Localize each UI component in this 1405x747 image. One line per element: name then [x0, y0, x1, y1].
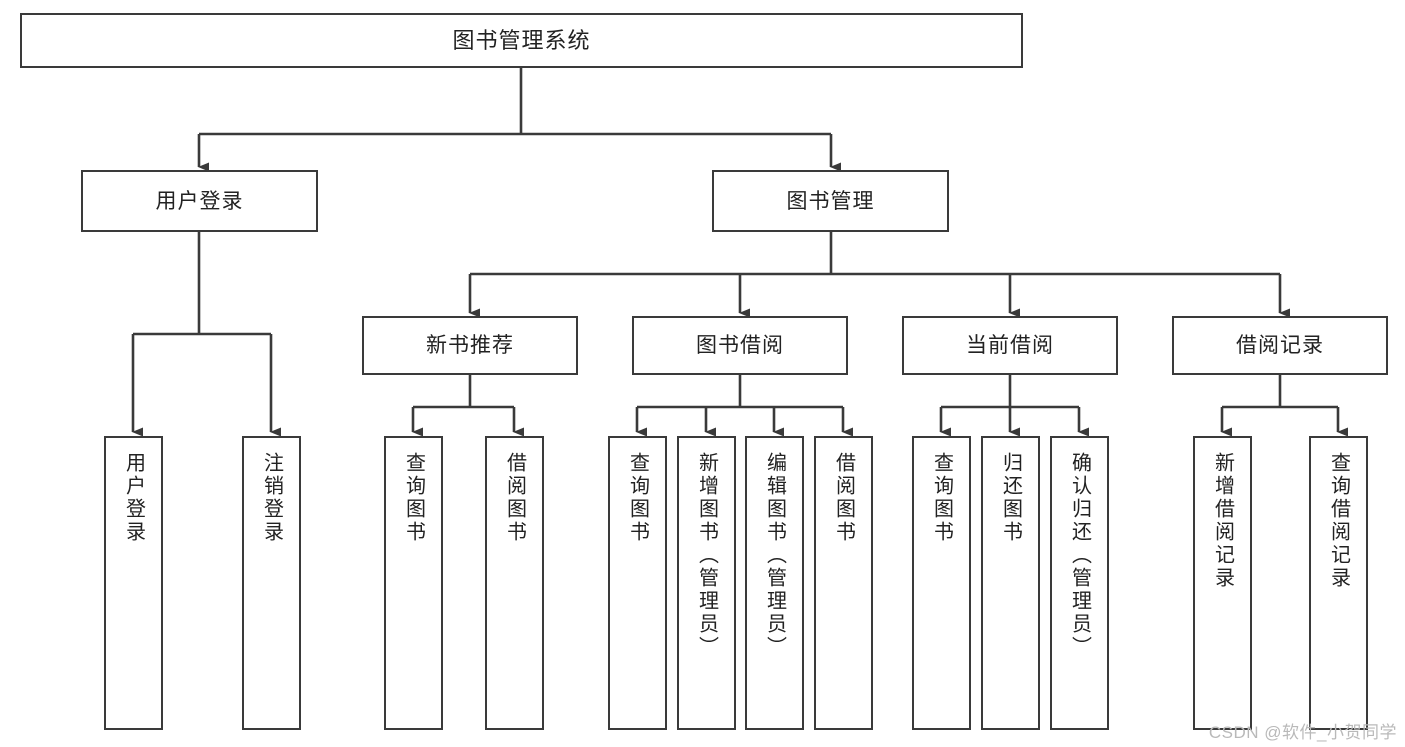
leaf-borrow-book-recommend-label: 借阅图书: [503, 452, 526, 544]
leaf-borrow-book-label: 借阅图书: [832, 452, 855, 544]
leaf-confirm-return[interactable]: 确认归还（管理员）: [1050, 436, 1109, 730]
node-user-login[interactable]: 用户登录: [81, 170, 318, 232]
leaf-user-login-label: 用户登录: [122, 452, 145, 544]
node-book-borrow[interactable]: 图书借阅: [632, 316, 848, 375]
csdn-watermark: CSDN @软件_小贺同学: [1208, 723, 1397, 742]
leaf-return-book-label: 归还图书: [999, 452, 1022, 544]
leaf-confirm-return-label: 确认归还（管理员）: [1068, 452, 1091, 659]
node-borrow-record[interactable]: 借阅记录: [1172, 316, 1388, 375]
leaf-add-book[interactable]: 新增图书（管理员）: [677, 436, 736, 730]
leaf-query-book-current-label: 查询图书: [930, 452, 953, 544]
leaf-query-book-recommend[interactable]: 查询图书: [384, 436, 443, 730]
node-current-borrow[interactable]: 当前借阅: [902, 316, 1118, 375]
leaf-add-borrow-record[interactable]: 新增借阅记录: [1193, 436, 1252, 730]
leaf-borrow-book[interactable]: 借阅图书: [814, 436, 873, 730]
leaf-user-login[interactable]: 用户登录: [104, 436, 163, 730]
leaf-query-book-borrow[interactable]: 查询图书: [608, 436, 667, 730]
leaf-return-book[interactable]: 归还图书: [981, 436, 1040, 730]
leaf-query-book-recommend-label: 查询图书: [402, 452, 425, 544]
leaf-query-book-current[interactable]: 查询图书: [912, 436, 971, 730]
leaf-edit-book[interactable]: 编辑图书（管理员）: [745, 436, 804, 730]
leaf-borrow-book-recommend[interactable]: 借阅图书: [485, 436, 544, 730]
leaf-logout-label: 注销登录: [260, 452, 283, 544]
leaf-logout[interactable]: 注销登录: [242, 436, 301, 730]
node-new-book-recommend[interactable]: 新书推荐: [362, 316, 578, 375]
leaf-query-borrow-record[interactable]: 查询借阅记录: [1309, 436, 1368, 730]
leaf-add-borrow-record-label: 新增借阅记录: [1211, 452, 1234, 590]
leaf-query-borrow-record-label: 查询借阅记录: [1327, 452, 1350, 590]
leaf-add-book-label: 新增图书（管理员）: [695, 452, 718, 659]
leaf-edit-book-label: 编辑图书（管理员）: [763, 452, 786, 659]
leaf-query-book-borrow-label: 查询图书: [626, 452, 649, 544]
node-book-management[interactable]: 图书管理: [712, 170, 949, 232]
node-root-system[interactable]: 图书管理系统: [20, 13, 1023, 68]
